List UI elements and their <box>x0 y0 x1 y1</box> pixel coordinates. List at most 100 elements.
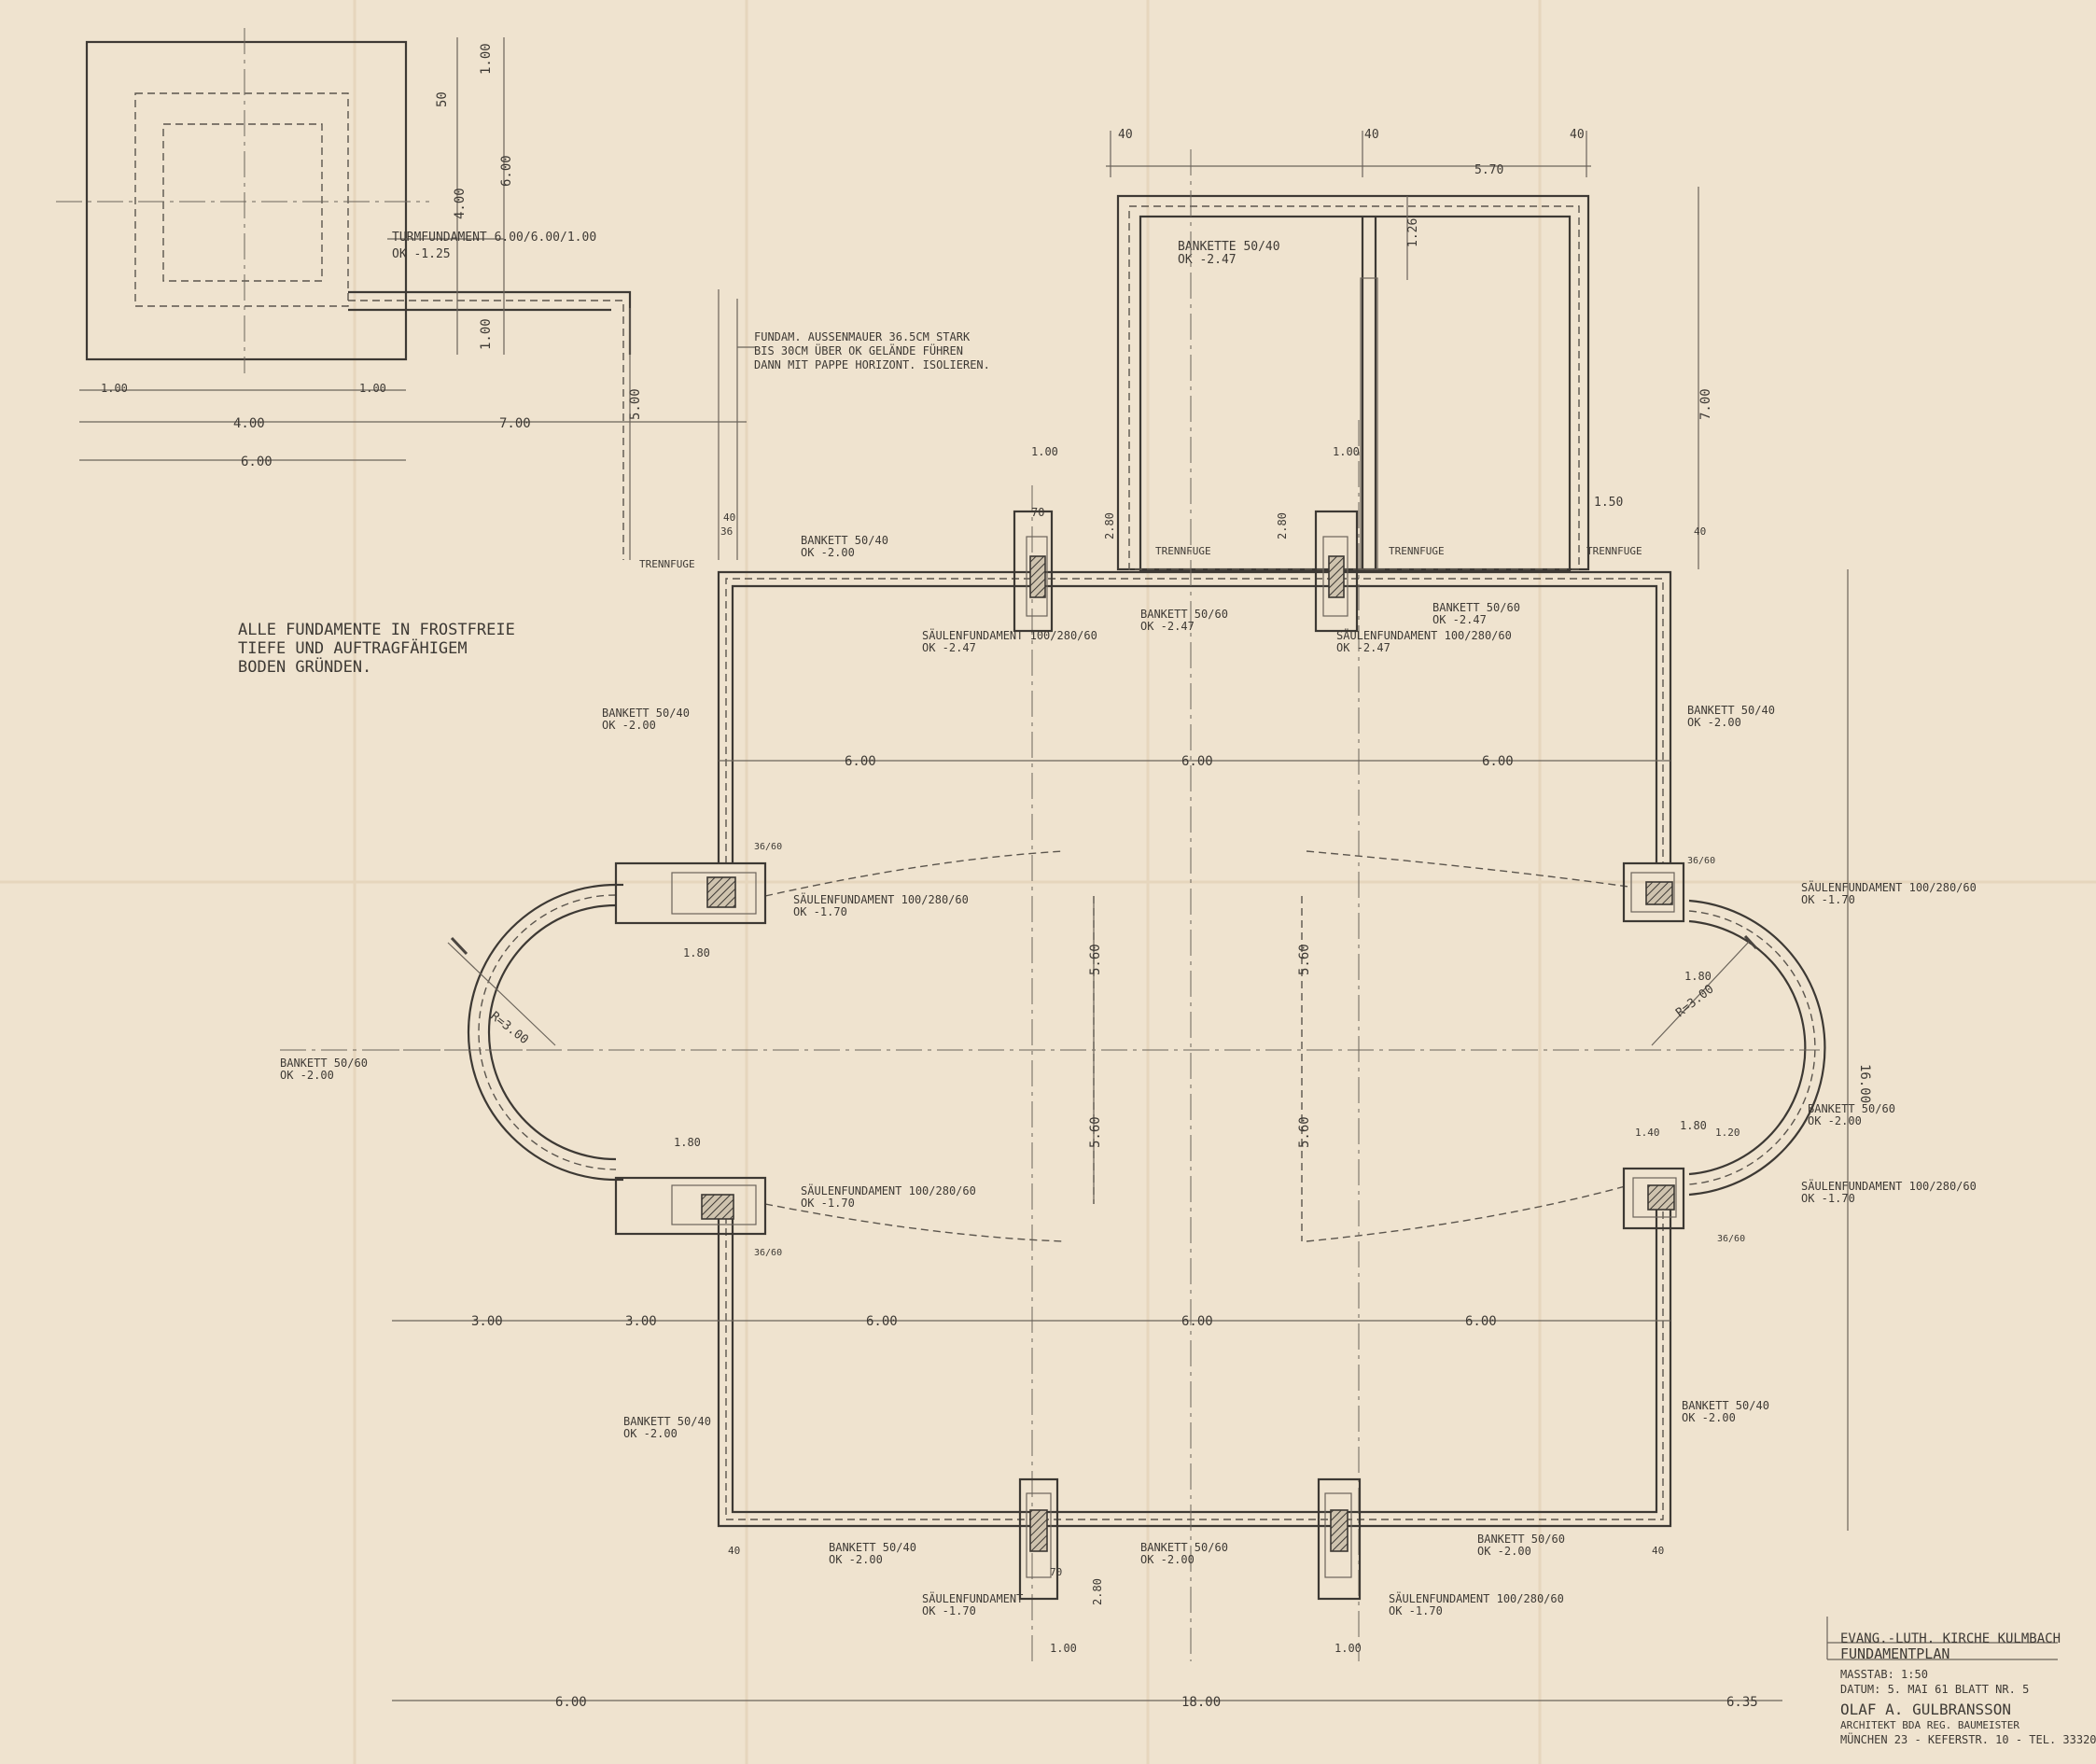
label-bankett-5040-right: BANKETT 50/40 <box>1687 704 1775 717</box>
dim-sacristy-40-mid: 40 <box>1364 128 1379 142</box>
nave-foundation <box>280 149 1849 1701</box>
label-trennfuge-mid: TRENNFUGE <box>1155 545 1211 557</box>
dim-tower-400v: 4.00 <box>453 188 468 219</box>
label-saeulen-top-right-ok: OK -2.47 <box>1336 641 1390 654</box>
dim-col-36-60-lu: 36/60 <box>754 842 782 852</box>
dim-tower-100-right: 1.00 <box>359 382 386 395</box>
dim-col-100-br: 1.00 <box>1334 1642 1362 1655</box>
label-saeulen-right-lower-ok: OK -1.70 <box>1801 1192 1855 1205</box>
dim-tower-700h: 7.00 <box>499 416 531 431</box>
dim-36-top-left: 36 <box>720 525 733 538</box>
title-project: EVANG.-LUTH. KIRCHE KULMBACH <box>1840 1631 2061 1646</box>
label-bankett-5060-right-apse: BANKETT 50/60 <box>1808 1102 1895 1115</box>
label-bankett-5060-right: BANKETT 50/60 <box>1432 601 1520 614</box>
dim-sacristy-700: 7.00 <box>1698 388 1713 420</box>
dim-lower-300-a: 3.00 <box>471 1314 503 1329</box>
column-foundation-left-upper <box>614 861 767 925</box>
label-trennfuge-right: TRENNFUGE <box>1389 545 1445 557</box>
dim-nave-560-b: 5.60 <box>1088 1116 1103 1148</box>
label-saeulen-right-upper-ok: OK -1.70 <box>1801 893 1855 906</box>
column-foundation-bottom-left <box>1018 1477 1059 1601</box>
label-bankett-5060-top: BANKETT 50/60 <box>1140 608 1228 621</box>
dim-40-bottom-right: 40 <box>1652 1545 1664 1557</box>
label-trennfuge-left: TRENNFUGE <box>639 558 695 570</box>
dim-link-500: 5.00 <box>628 388 643 420</box>
dim-col-36-60-ru: 36/60 <box>1687 856 1715 866</box>
dim-tower-600v: 6.00 <box>499 155 514 187</box>
dim-tower-100-bottom: 1.00 <box>479 318 494 350</box>
label-bankett-5040-bottom: BANKETT 50/40 <box>829 1541 916 1554</box>
label-bankett-5040-left: BANKETT 50/40 <box>602 707 690 720</box>
title-sheet: FUNDAMENTPLAN <box>1840 1645 1949 1662</box>
dim-col-280-tr: 2.80 <box>1276 512 1289 539</box>
dim-col-100-bl: 1.00 <box>1050 1642 1077 1655</box>
general-note-line2: TIEFE UND AUFTRAGFÄHIGEM <box>238 638 468 658</box>
label-saeulen-left-upper-ok: OK -1.70 <box>793 905 847 918</box>
dim-col-280-tl: 2.80 <box>1103 512 1116 539</box>
label-bankett-5060-bottom-right-ok: OK -2.00 <box>1477 1545 1531 1558</box>
dim-col-280-bl: 2.80 <box>1091 1578 1104 1605</box>
label-bankett-5040-bottom-ok: OK -2.00 <box>829 1553 883 1566</box>
tower-note-line1: TURMFUNDAMENT 6.00/6.00/1.00 <box>392 231 596 245</box>
outer-wall-note-line3: DANN MIT PAPPE HORIZONT. ISOLIEREN. <box>754 358 990 371</box>
label-radius-left: R=3.00 <box>488 1009 531 1047</box>
dim-sacristy-40-right: 40 <box>1570 128 1585 142</box>
dim-lower-600-c: 6.00 <box>1465 1314 1497 1329</box>
dim-bottom-1800: 18.00 <box>1181 1695 1221 1710</box>
title-address: MÜNCHEN 23 - KEFERSTR. 10 - TEL. 333208 <box>1840 1731 2096 1746</box>
title-firm: ARCHITEKT BDA REG. BAUMEISTER <box>1840 1719 2019 1731</box>
dim-sacristy-150: 1.50 <box>1594 496 1623 510</box>
column-foundation-left-lower <box>614 1176 767 1236</box>
label-saeulen-bottom-right: SÄULENFUNDAMENT 100/280/60 <box>1389 1591 1564 1605</box>
dim-40-top-left: 40 <box>723 511 735 524</box>
dim-col-70-tl: 70 <box>1031 506 1044 519</box>
label-saeulen-top-right: SÄULENFUNDAMENT 100/280/60 <box>1336 628 1512 642</box>
dim-tower-100-left: 1.00 <box>101 382 128 395</box>
label-bankett-5060-left-apse-ok: OK -2.00 <box>280 1069 334 1082</box>
label-bankette-sacristy-ok: OK -2.47 <box>1178 253 1237 267</box>
label-bankett-5040-lower-left-ok: OK -2.00 <box>623 1427 678 1440</box>
general-note-line3: BODEN GRÜNDEN. <box>238 656 371 677</box>
dim-right-1600: 16.00 <box>1857 1064 1872 1103</box>
dim-col-36-60-ll: 36/60 <box>754 1248 782 1258</box>
dim-nave-600-a: 6.00 <box>845 754 876 769</box>
dim-tower-100-top: 1.00 <box>479 43 494 75</box>
outer-wall-note-line2: BIS 30CM ÜBER OK GELÄNDE FÜHREN <box>754 343 963 357</box>
label-trennfuge-far: TRENNFUGE <box>1586 545 1642 557</box>
label-bankett-5060-right-apse-ok: OK -2.00 <box>1808 1114 1862 1127</box>
dim-nave-560-a: 5.60 <box>1088 944 1103 975</box>
label-saeulen-top-left: SÄULENFUNDAMENT 100/280/60 <box>922 628 1097 642</box>
column-foundation-top-left <box>1013 510 1054 633</box>
label-bankett-5040-right-ok: OK -2.00 <box>1687 716 1741 729</box>
label-bankett-5060-right-ok: OK -2.47 <box>1432 613 1487 626</box>
dim-nave-600-b: 6.00 <box>1181 754 1213 769</box>
label-saeulen-right-upper: SÄULENFUNDAMENT 100/280/60 <box>1801 880 1977 894</box>
dim-tower-50: 50 <box>435 91 450 107</box>
dim-nave-560-c: 5.60 <box>1297 944 1312 975</box>
label-saeulen-top-left-ok: OK -2.47 <box>922 641 976 654</box>
dim-nave-560-d: 5.60 <box>1297 1116 1312 1148</box>
dim-col-180-lu: 1.80 <box>683 946 710 959</box>
label-bankett-5060-top-ok: OK -2.47 <box>1140 620 1195 633</box>
label-saeulen-left-lower-ok: OK -1.70 <box>801 1197 855 1210</box>
label-saeulen-bottom-left: SÄULENFUNDAMENT <box>922 1591 1023 1605</box>
tower-note-line2: OK -1.25 <box>392 247 451 261</box>
title-date: DATUM: 5. MAI 61 BLATT NR. 5 <box>1840 1683 2029 1696</box>
dim-col-180-ll: 1.80 <box>674 1136 701 1149</box>
label-bankett-5060-bottom: BANKETT 50/60 <box>1140 1541 1228 1554</box>
label-bankette-sacristy: BANKETTE 50/40 <box>1178 240 1280 254</box>
label-bankett-5040-left-ok: OK -2.00 <box>602 719 656 732</box>
dim-sacristy-40-left: 40 <box>1118 128 1133 142</box>
column-foundation-right-lower <box>1622 1167 1685 1230</box>
dim-col-70-bl: 70 <box>1050 1566 1062 1578</box>
dim-lower-600-b: 6.00 <box>1181 1314 1213 1329</box>
column-foundation-bottom-right <box>1317 1477 1362 1601</box>
dim-sacristy-126: 1.26 <box>1406 218 1420 247</box>
label-saeulen-left-upper: SÄULENFUNDAMENT 100/280/60 <box>793 892 969 906</box>
dim-40-bottom-left: 40 <box>728 1545 740 1557</box>
label-saeulen-bottom-right-ok: OK -1.70 <box>1389 1604 1443 1617</box>
column-foundation-top-right <box>1314 510 1359 633</box>
dim-lower-600-a: 6.00 <box>866 1314 898 1329</box>
